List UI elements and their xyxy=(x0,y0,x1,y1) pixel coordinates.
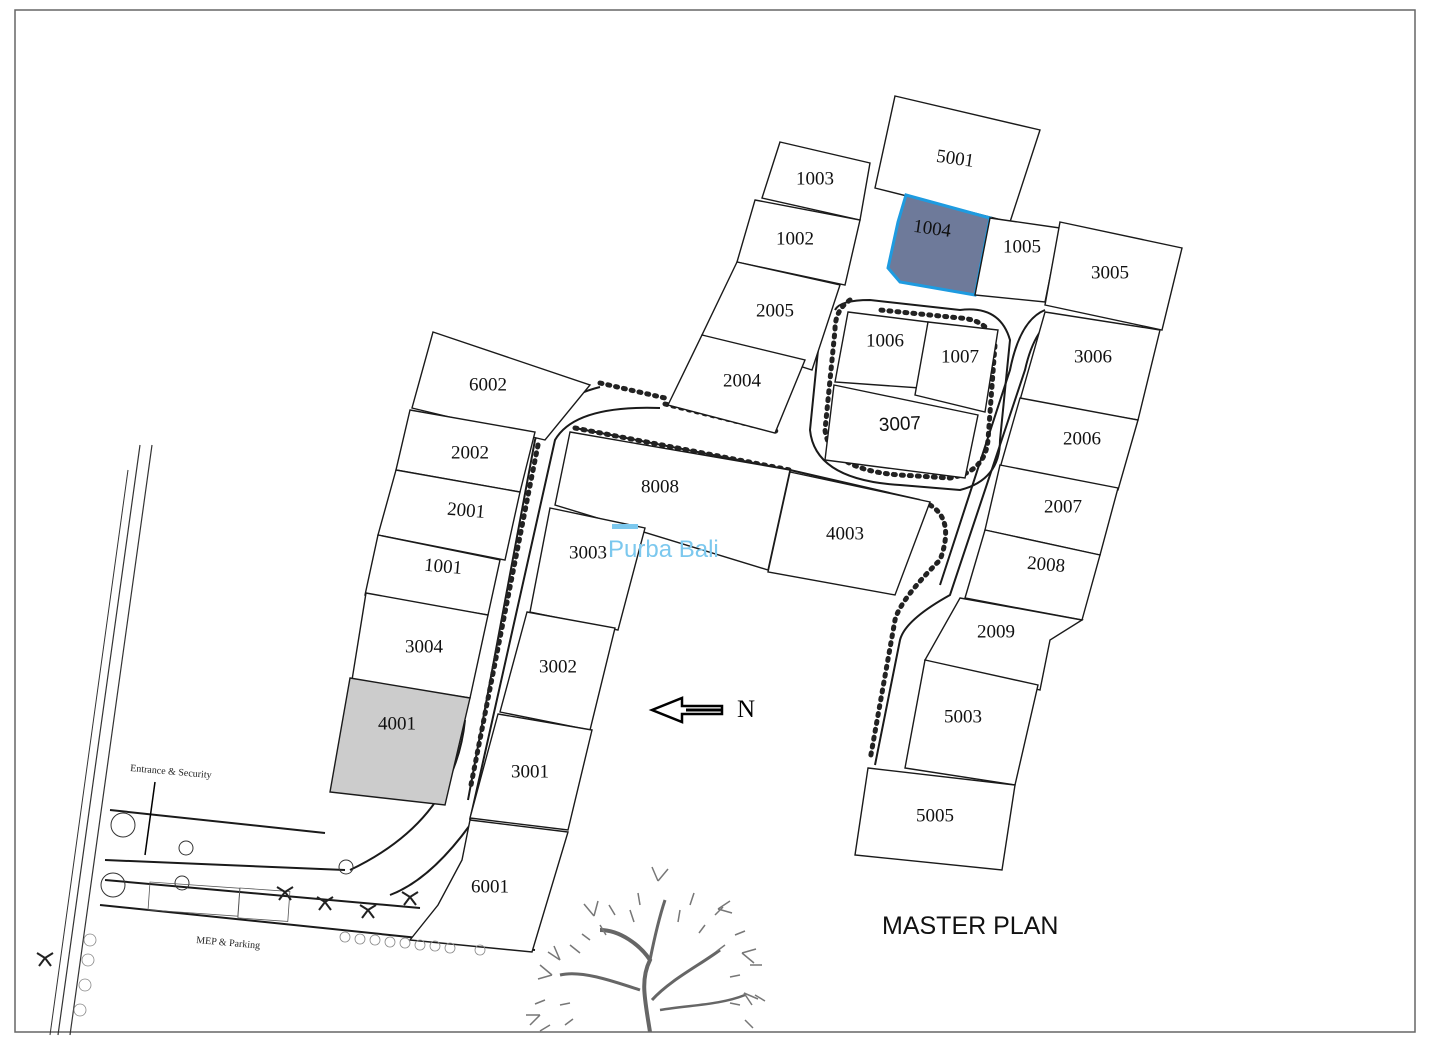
map-title: MASTER PLAN xyxy=(882,912,1058,940)
watermark: Purba Bali xyxy=(608,524,719,563)
label-3005: 3005 xyxy=(1091,262,1129,283)
plot-2004[interactable] xyxy=(666,334,806,434)
label-1006: 1006 xyxy=(866,330,904,351)
plots xyxy=(329,95,1183,953)
label-2001: 2001 xyxy=(446,499,486,523)
label-2002: 2002 xyxy=(451,442,489,463)
plot-3005[interactable] xyxy=(1044,221,1183,331)
mep-parking-area: MEP & Parking xyxy=(36,881,486,1017)
label-3003: 3003 xyxy=(569,542,607,563)
mep-label: MEP & Parking xyxy=(196,935,261,952)
label-5005: 5005 xyxy=(916,805,954,826)
shrub-icons xyxy=(73,931,486,1017)
plot-labels: 5001 1003 1004 1005 3005 1002 2005 1006 … xyxy=(378,146,1129,898)
label-1002: 1002 xyxy=(776,228,814,249)
label-5001: 5001 xyxy=(935,146,976,172)
label-1001: 1001 xyxy=(423,555,463,579)
north-label: N xyxy=(737,696,755,723)
plot-2009[interactable] xyxy=(923,597,1084,691)
label-3004: 3004 xyxy=(405,636,444,657)
entrance-label: Entrance & Security xyxy=(130,763,212,781)
plot-5005[interactable] xyxy=(854,767,1016,871)
label-3002: 3002 xyxy=(539,656,577,677)
label-1003: 1003 xyxy=(796,168,834,189)
plot-4003[interactable] xyxy=(767,471,931,596)
label-2005: 2005 xyxy=(756,300,794,321)
plot-2001[interactable] xyxy=(377,469,521,561)
plot-3001[interactable] xyxy=(469,713,593,831)
page-border xyxy=(14,9,1416,1033)
tree-icon xyxy=(526,866,766,1033)
label-2009: 2009 xyxy=(977,621,1015,642)
label-4001: 4001 xyxy=(378,713,416,734)
label-6002: 6002 xyxy=(469,374,507,395)
palm-tree-icons xyxy=(36,886,419,967)
plot-1002[interactable] xyxy=(736,199,861,286)
main-road xyxy=(49,444,153,1036)
plot-6001[interactable] xyxy=(408,819,569,953)
watermark-text: Purba Bali xyxy=(608,536,719,563)
label-6001: 6001 xyxy=(471,876,509,897)
plot-4001[interactable] xyxy=(329,677,471,806)
plot-3003[interactable] xyxy=(529,507,646,631)
label-1007: 1007 xyxy=(941,346,979,367)
north-arrow: N xyxy=(648,696,755,724)
plot-1007[interactable] xyxy=(914,321,999,413)
label-8008: 8008 xyxy=(641,476,679,497)
plot-6002[interactable] xyxy=(411,331,592,441)
entrance-area: Entrance & Security xyxy=(100,763,354,898)
label-3006: 3006 xyxy=(1074,346,1112,367)
label-3001: 3001 xyxy=(511,761,549,782)
label-2004: 2004 xyxy=(723,370,762,391)
label-4003: 4003 xyxy=(826,523,864,544)
plot-3007[interactable] xyxy=(824,384,979,479)
label-2008: 2008 xyxy=(1026,553,1066,577)
label-1005: 1005 xyxy=(1003,236,1041,257)
label-3007: 3007 xyxy=(878,413,921,436)
label-5003: 5003 xyxy=(944,706,982,727)
label-2007: 2007 xyxy=(1044,496,1082,517)
label-2006: 2006 xyxy=(1063,428,1101,449)
